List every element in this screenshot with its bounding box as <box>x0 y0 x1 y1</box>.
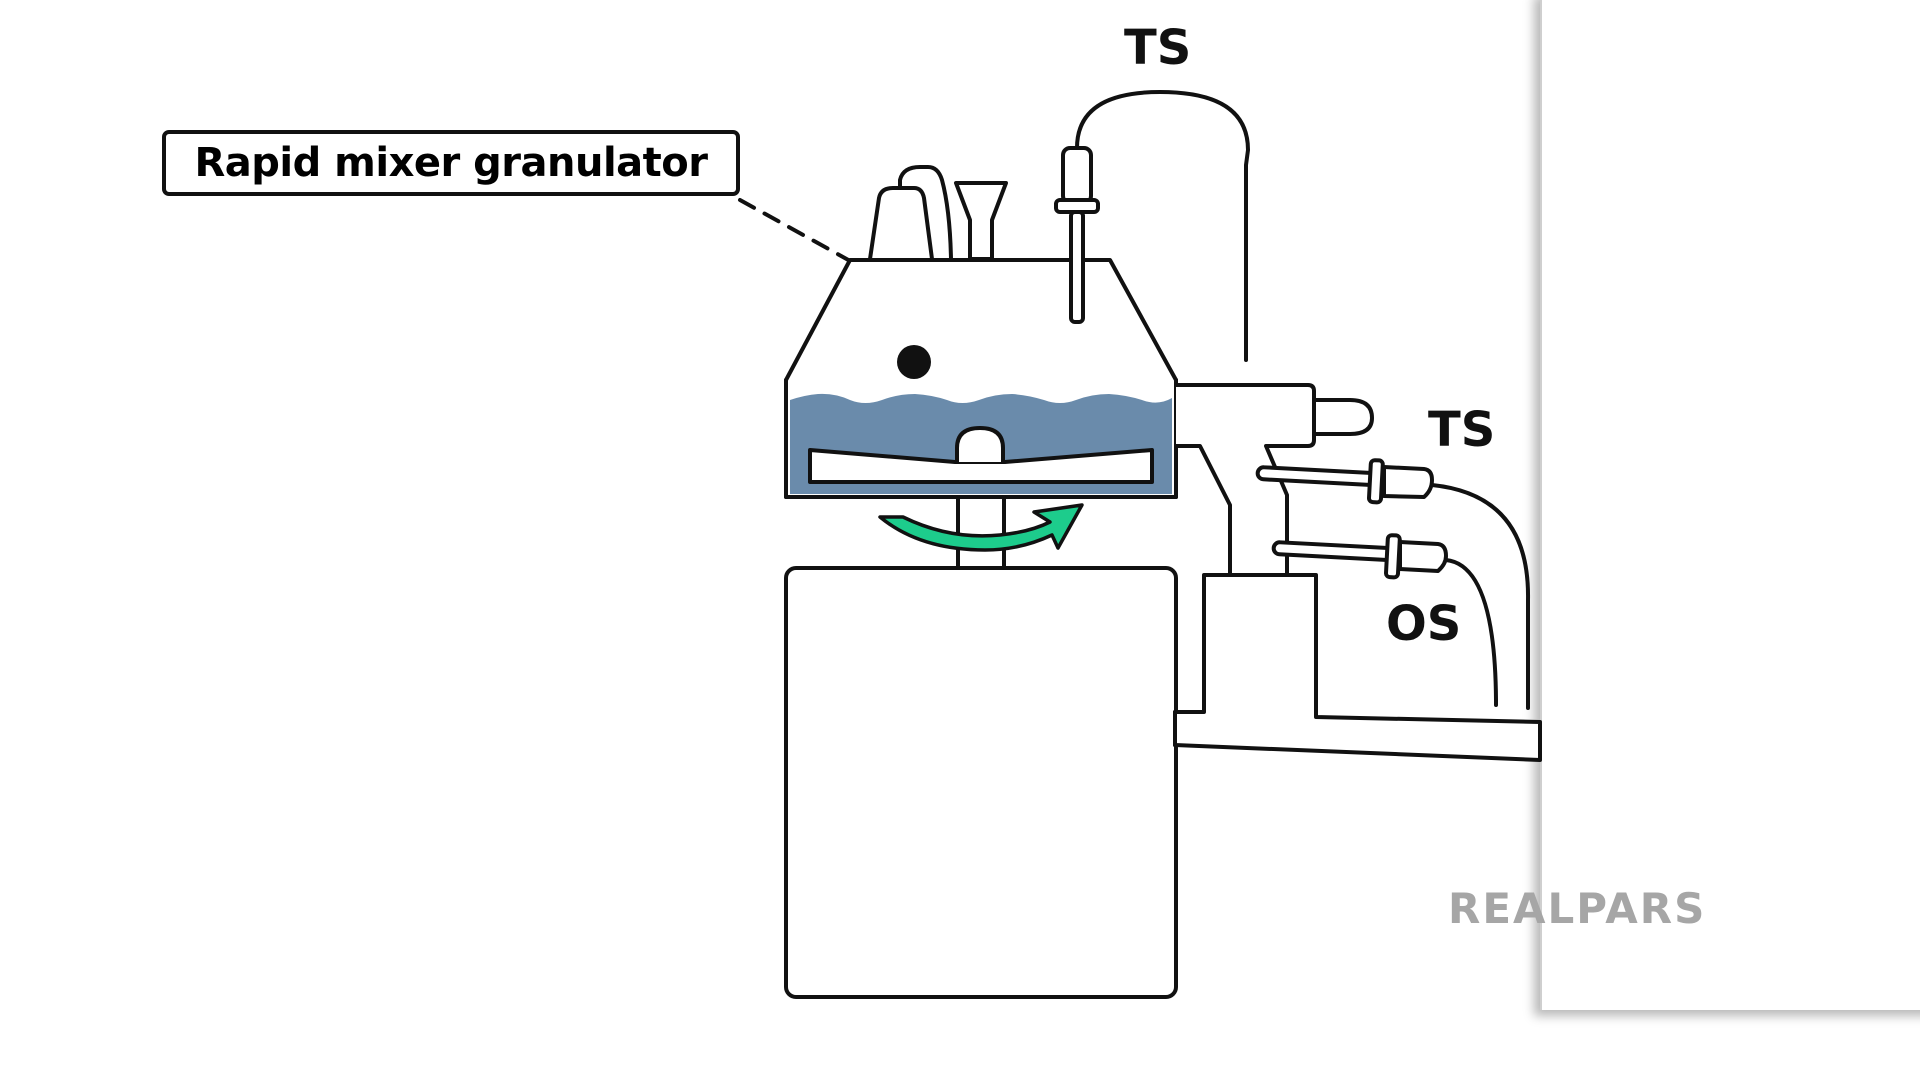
callout-leader-line <box>738 198 914 342</box>
outlet-os-cable <box>1444 558 1498 707</box>
outlet-valve-knob <box>1312 398 1374 436</box>
outlet-oxygen-sensor <box>1271 533 1498 707</box>
top-temperature-sensor-stem <box>1069 210 1085 324</box>
top-temperature-sensor-label: TS <box>1124 20 1192 76</box>
outlet-chute <box>1174 383 1316 577</box>
outlet-ts-cable <box>1430 483 1531 710</box>
motor-base-housing <box>784 566 1178 999</box>
outlet-oxygen-sensor-label: OS <box>1386 596 1462 652</box>
outlet-temperature-sensor <box>1255 458 1531 710</box>
realpars-logo: REALPARS <box>1448 884 1707 933</box>
top-temperature-sensor-head <box>1061 146 1093 205</box>
top-sensor-cable <box>1075 90 1250 362</box>
feed-port <box>868 186 934 261</box>
bent-inlet-pipe <box>898 165 953 261</box>
rapid-mixer-granulator-callout: Rapid mixer granulator <box>162 130 740 196</box>
mixer-location-marker <box>897 345 931 379</box>
rotation-arrow-icon <box>878 503 1084 552</box>
side-panel <box>1540 0 1920 1010</box>
impeller-hub <box>955 426 1005 464</box>
outlet-receiver-box <box>1173 573 1542 762</box>
outlet-temperature-sensor-label: TS <box>1428 402 1496 458</box>
funnel-inlet <box>954 181 1008 261</box>
